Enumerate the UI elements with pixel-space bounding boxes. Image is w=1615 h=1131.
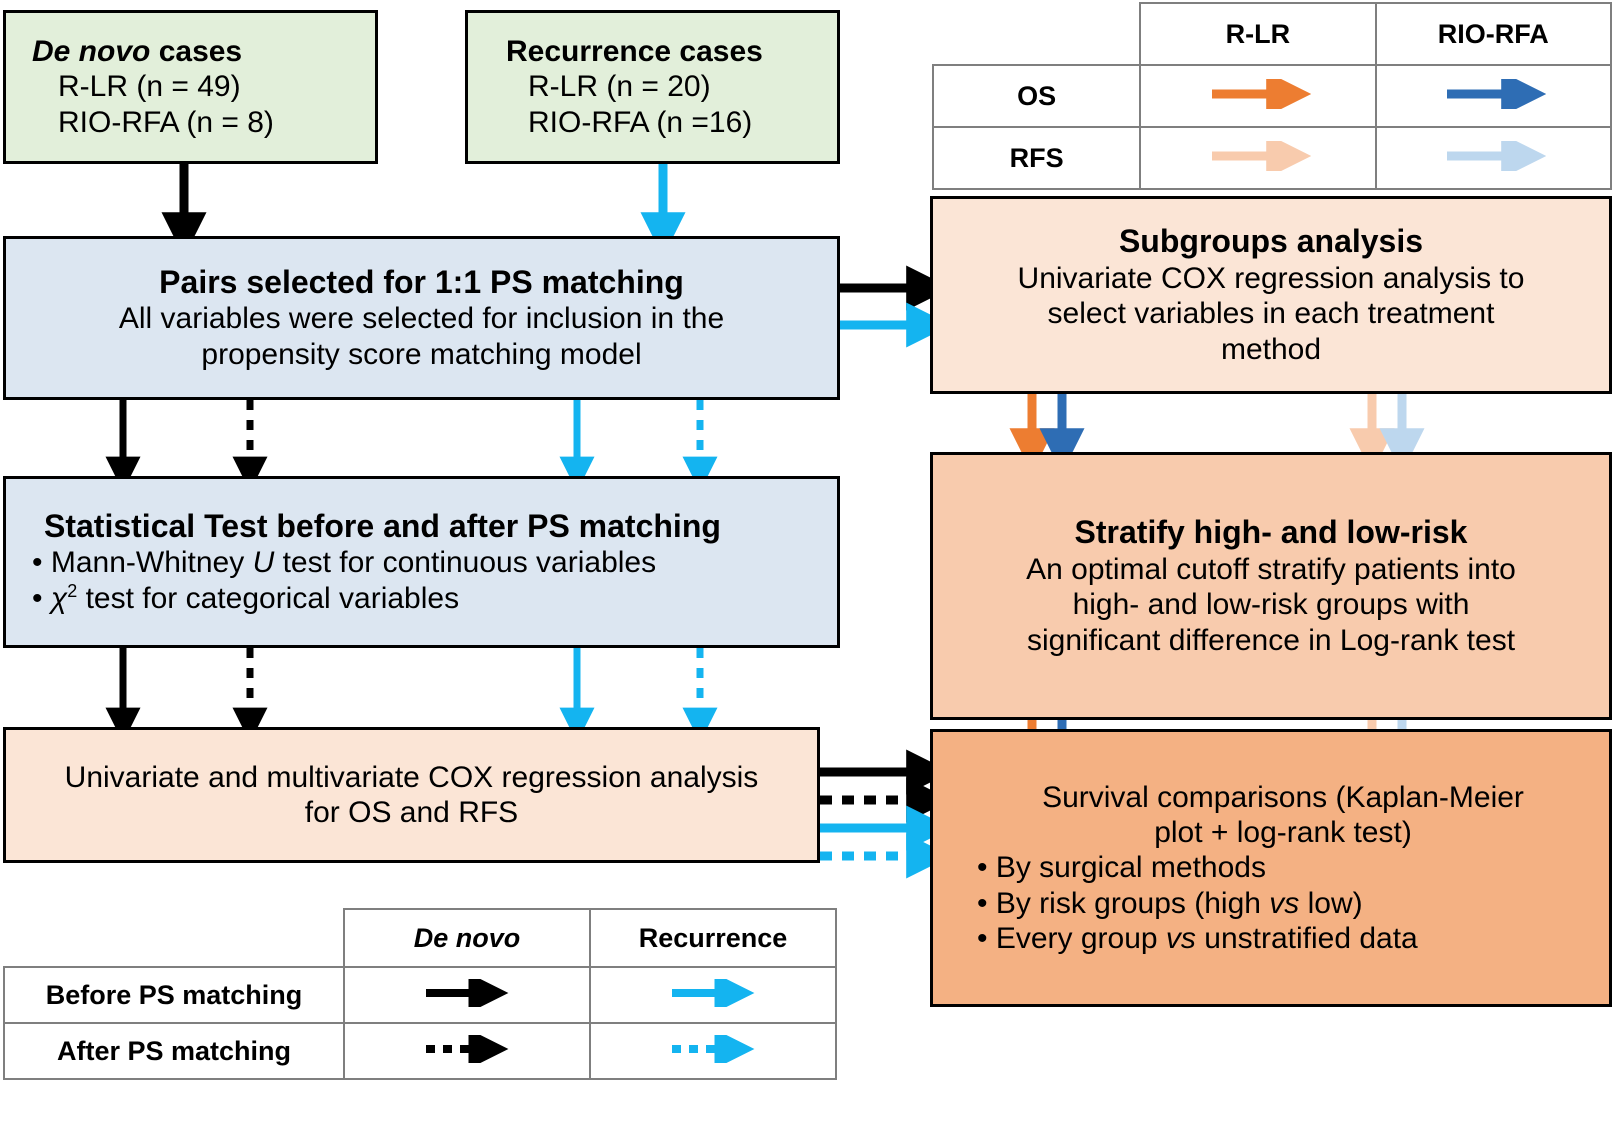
bullet2-pre: •: [32, 581, 51, 615]
box-subgroups-analysis: Subgroups analysis Univariate COX regres…: [930, 196, 1612, 394]
survival-bullet3-pre: • Every group: [977, 922, 1166, 956]
subgroups-line1: Univariate COX regression analysis to: [1017, 261, 1525, 295]
legend-table-bottom: De novo Recurrence Before PS matching Af…: [3, 908, 837, 1080]
bullet2-italic: χ: [50, 581, 68, 615]
survival-line1: Survival comparisons (Kaplan-Meier: [1042, 780, 1524, 814]
stratify-line3: significant difference in Log-rank test: [1026, 623, 1516, 657]
survival-line2: plot + log-rank test): [1154, 815, 1412, 849]
legend-bottom-row-label-before: Before PS matching: [3, 966, 345, 1024]
legend-top-row-label-os: OS: [931, 64, 1142, 128]
legend-top-col-riorfa: RIO-RFA: [1374, 2, 1613, 66]
box-cox-regression: Univariate and multivariate COX regressi…: [3, 727, 820, 863]
stratify-line1: An optimal cutoff stratify patients into: [1026, 552, 1516, 586]
de-novo-line2: RIO-RFA (n = 8): [58, 105, 274, 139]
box-recurrence-cases: Recurrence cases R-LR (n = 20) RIO-RFA (…: [465, 10, 840, 164]
stat-test-bullet-1: • Mann-Whitney U test for continuous var…: [32, 545, 837, 580]
arrow-black-dotted-icon: [426, 1028, 509, 1069]
recurrence-line1: R-LR (n = 20): [528, 70, 711, 104]
cox-line1: Univariate and multivariate COX regressi…: [64, 760, 759, 794]
arrow-light-blue-solid-icon: [1447, 133, 1547, 178]
legend-top-corner: [933, 3, 1140, 65]
subgroups-line2: select variables in each treatment: [1047, 297, 1495, 331]
cox-line2: for OS and RFS: [304, 796, 519, 829]
legend-top-row-label-rfs: RFS: [931, 126, 1142, 190]
legend-cell-rfs-riorfa: [1374, 126, 1613, 190]
de-novo-title-suffix: cases: [150, 34, 243, 68]
survival-bullet-2: • By risk groups (high vs low): [957, 886, 1615, 921]
legend-cell-rfs-rlr: [1139, 126, 1377, 190]
legend-table-top: R-LR RIO-RFA OS RFS: [931, 2, 1613, 190]
recurrence-title: Recurrence cases: [506, 34, 763, 68]
legend-top-row-rfs: RFS: [931, 126, 1613, 190]
pairs-line1: All variables were selected for inclusio…: [118, 302, 725, 336]
bullet2-sup: 2: [67, 580, 78, 601]
legend-bottom-corner: [4, 909, 344, 967]
legend-top-header-row: R-LR RIO-RFA: [933, 2, 1613, 66]
stratify-title: Stratify high- and low-risk: [1074, 514, 1468, 551]
legend-cell-before-de-novo: [343, 966, 591, 1024]
survival-bullet3-italic: vs: [1165, 922, 1196, 956]
bullet1-italic: U: [252, 546, 275, 580]
legend-bottom-row-label-after: After PS matching: [3, 1022, 345, 1080]
subgroups-title: Subgroups analysis: [1118, 223, 1424, 260]
de-novo-line1: R-LR (n = 49): [58, 70, 241, 104]
legend-cell-after-recurrence: [589, 1022, 837, 1080]
survival-bullet3-post: unstratified data: [1195, 922, 1418, 956]
pairs-line2: propensity score matching model: [201, 337, 642, 371]
legend-bottom-row-after: After PS matching: [3, 1022, 837, 1080]
legend-cell-os-riorfa: [1374, 64, 1613, 128]
arrow-blue-solid-icon: [1447, 71, 1547, 116]
arrow-cyan-solid-icon: [672, 972, 755, 1013]
legend-top-row-os: OS: [931, 64, 1613, 128]
survival-bullet-3: • Every group vs unstratified data: [957, 921, 1615, 956]
box-pairs-selected: Pairs selected for 1:1 PS matching All v…: [3, 236, 840, 400]
bullet1-post: test for continuous variables: [274, 546, 657, 580]
box-de-novo-cases: De novo cases R-LR (n = 49) RIO-RFA (n =…: [3, 10, 378, 164]
legend-bottom-col-de-novo: De novo: [343, 908, 591, 968]
legend-cell-os-rlr: [1139, 64, 1377, 128]
pairs-title: Pairs selected for 1:1 PS matching: [159, 263, 684, 300]
survival-bullet2-italic: vs: [1269, 886, 1300, 920]
legend-bottom-row-before: Before PS matching: [3, 966, 837, 1024]
bullet1-pre: • Mann-Whitney: [32, 546, 253, 580]
stratify-line2: high- and low-risk groups with: [1072, 588, 1470, 622]
legend-cell-before-recurrence: [589, 966, 837, 1024]
recurrence-line2: RIO-RFA (n =16): [528, 105, 753, 139]
de-novo-title-italic: De novo: [32, 34, 151, 68]
box-survival-comparisons: Survival comparisons (Kaplan-Meier plot …: [930, 729, 1612, 1007]
stat-test-bullet-2: • χ2 test for categorical variables: [32, 581, 837, 616]
legend-bottom-col-recurrence: Recurrence: [589, 908, 837, 968]
arrow-orange-solid-icon: [1211, 71, 1312, 116]
bullet2-post: test for categorical variables: [77, 581, 460, 615]
survival-bullet-1: • By surgical methods: [977, 851, 1266, 885]
legend-bottom-header-row: De novo Recurrence: [4, 908, 837, 968]
arrow-light-orange-solid-icon: [1211, 133, 1312, 178]
box-statistical-test: Statistical Test before and after PS mat…: [3, 476, 840, 648]
box-stratify-risk: Stratify high- and low-risk An optimal c…: [930, 452, 1612, 720]
arrow-cyan-dotted-icon: [672, 1028, 755, 1069]
stat-test-title: Statistical Test before and after PS mat…: [44, 507, 721, 544]
survival-bullet2-post: low): [1299, 886, 1363, 920]
de-novo-title: De novo cases: [32, 34, 242, 69]
legend-cell-after-de-novo: [343, 1022, 591, 1080]
survival-bullet2-pre: • By risk groups (high: [977, 886, 1270, 920]
arrow-black-solid-icon: [426, 972, 509, 1013]
legend-top-col-rlr: R-LR: [1139, 2, 1377, 66]
subgroups-line3: method: [1220, 332, 1322, 366]
